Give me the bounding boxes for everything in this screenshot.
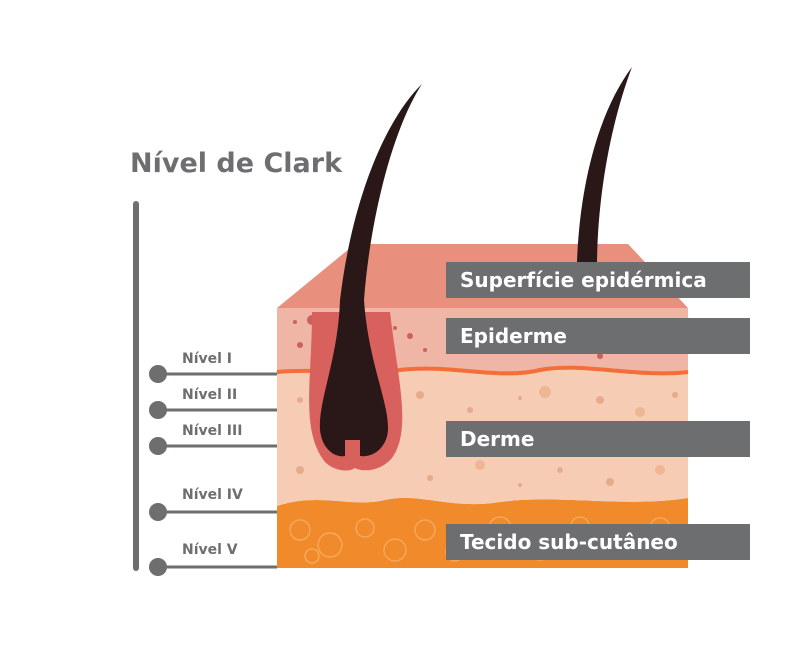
level-1-label: Nível I (182, 351, 233, 367)
level-2-label: Nível II (182, 387, 238, 403)
hair-bulb (319, 300, 388, 457)
level-5-label: Nível V (182, 542, 238, 558)
layer-label-dermis: Derme (446, 421, 750, 457)
diagram-title: Nível de Clark (130, 148, 343, 179)
dermis-dots (296, 386, 678, 487)
hair-strand-left (340, 84, 422, 300)
level-ticks (149, 365, 277, 576)
layer-label-epidermis: Epiderme (446, 318, 750, 354)
layer-label-surface: Superfície epidérmica (446, 262, 750, 298)
level-4-label: Nível IV (182, 487, 243, 503)
layer-label-subcutaneous: Tecido sub-cutâneo (446, 524, 750, 560)
level-3-label: Nível III (182, 423, 243, 439)
hair-strand-right (577, 67, 632, 262)
